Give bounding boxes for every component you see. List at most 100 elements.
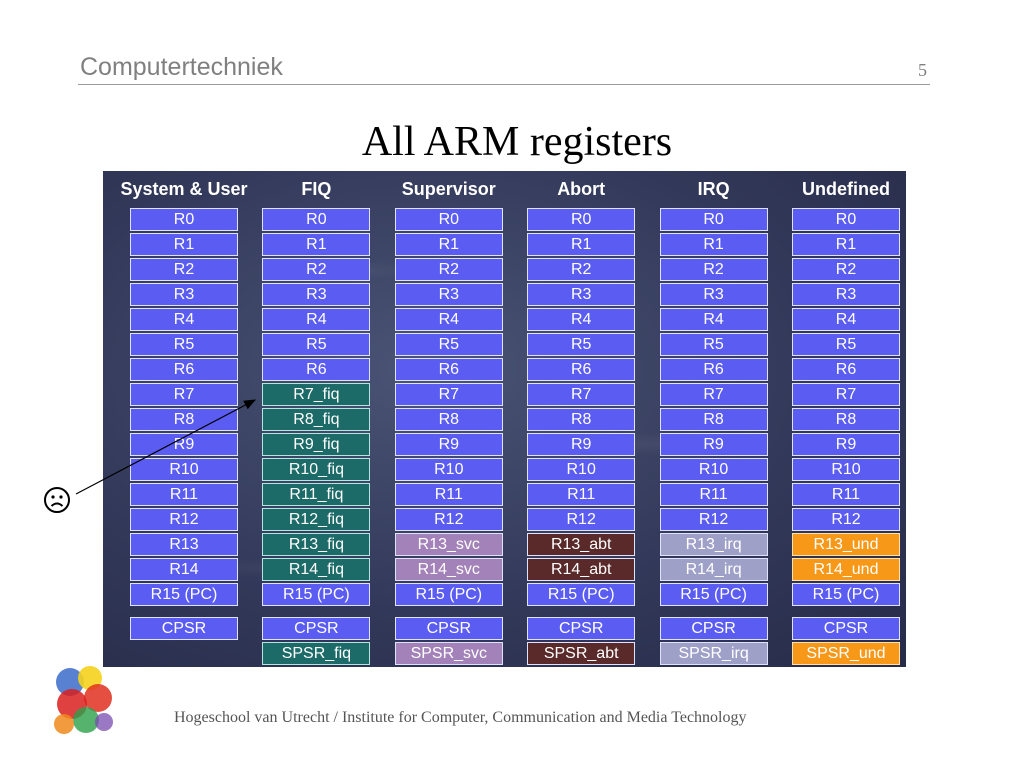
register-cell: R14_svc: [394, 558, 503, 581]
register-cell: R15 (PC): [527, 583, 636, 606]
register-cell: R0: [130, 208, 238, 231]
register-cell: R9_fiq: [262, 433, 371, 456]
register-cell: R5: [394, 333, 503, 356]
register-cell: R1: [527, 233, 636, 256]
register-cell: R15 (PC): [659, 583, 768, 606]
mode-header: Abort: [557, 179, 606, 199]
register-cell: R3: [527, 283, 636, 306]
register-cell: R7: [527, 383, 636, 406]
register-cell: R7: [394, 383, 503, 406]
mode-header: FIQ: [301, 179, 332, 199]
register-cell: R11: [394, 483, 503, 506]
register-cell: R13_fiq: [262, 533, 371, 556]
cpsr-cell: CPSR: [527, 617, 636, 640]
register-cell: R15 (PC): [262, 583, 371, 606]
spsr-cell: SPSR_svc: [394, 642, 503, 665]
register-cell: R12: [659, 508, 768, 531]
register-cell: R1: [394, 233, 503, 256]
register-cell: R8: [792, 408, 900, 431]
register-cell: R0: [792, 208, 900, 231]
register-cell: R5: [792, 333, 900, 356]
cpsr-cell: CPSR: [262, 617, 371, 640]
register-cell: R8: [527, 408, 636, 431]
register-cell: R0: [527, 208, 636, 231]
register-cell: R6: [792, 358, 900, 381]
spsr-cell: SPSR_fiq: [262, 642, 371, 665]
cpsr-cell: CPSR: [130, 617, 238, 640]
register-cell: R14_abt: [527, 558, 636, 581]
register-cell: R6: [394, 358, 503, 381]
register-cell: R3: [792, 283, 900, 306]
register-cell: R13_irq: [659, 533, 768, 556]
register-cell: R8_fiq: [262, 408, 371, 431]
register-cell: R2: [130, 258, 238, 281]
register-cell: R4: [130, 308, 238, 331]
register-cell: R7: [130, 383, 238, 406]
register-cell: R12: [792, 508, 900, 531]
register-cell: R1: [130, 233, 238, 256]
school-logo: [54, 666, 113, 734]
register-cell: R15 (PC): [792, 583, 900, 606]
register-cell: R10_fiq: [262, 458, 371, 481]
register-cell: R2: [659, 258, 768, 281]
register-cell: R13: [130, 533, 238, 556]
register-cell: R12_fiq: [262, 508, 371, 531]
register-cell: R10: [130, 458, 238, 481]
register-cell: R6: [659, 358, 768, 381]
header-divider: [78, 84, 930, 85]
register-cell: R2: [394, 258, 503, 281]
register-cell: R10: [527, 458, 636, 481]
register-cell: R1: [659, 233, 768, 256]
register-cell: R2: [792, 258, 900, 281]
register-cell: R2: [262, 258, 371, 281]
register-cell: R3: [262, 283, 371, 306]
mode-header: Undefined: [802, 179, 890, 199]
register-cell: R5: [659, 333, 768, 356]
register-cell: R12: [130, 508, 238, 531]
register-cell: R11: [130, 483, 238, 506]
register-cell: R0: [659, 208, 768, 231]
register-cell: R13_abt: [527, 533, 636, 556]
register-cell: R14_irq: [659, 558, 768, 581]
register-cell: R11_fiq: [262, 483, 371, 506]
spsr-cell: SPSR_und: [792, 642, 900, 665]
register-cell: R0: [262, 208, 371, 231]
frown-face-icon: [44, 487, 70, 513]
register-cell: R7_fiq: [262, 383, 371, 406]
register-cell: R4: [792, 308, 900, 331]
register-cell: R4: [394, 308, 503, 331]
register-cell: R3: [130, 283, 238, 306]
register-cell: R13_und: [792, 533, 900, 556]
register-cell: R10: [394, 458, 503, 481]
register-cell: R5: [262, 333, 371, 356]
register-cell: R7: [659, 383, 768, 406]
mode-header: System & User: [120, 179, 248, 199]
register-cell: R3: [394, 283, 503, 306]
register-cell: R11: [659, 483, 768, 506]
register-cell: R2: [527, 258, 636, 281]
register-cell: R5: [527, 333, 636, 356]
register-cell: R15 (PC): [130, 583, 238, 606]
register-cell: R9: [659, 433, 768, 456]
spsr-cell: SPSR_irq: [659, 642, 768, 665]
slide-title: All ARM registers: [361, 119, 673, 165]
register-cell: R1: [792, 233, 900, 256]
register-cell: R8: [394, 408, 503, 431]
cpsr-cell: CPSR: [394, 617, 503, 640]
register-cell: R15 (PC): [394, 583, 503, 606]
cpsr-cell: CPSR: [659, 617, 768, 640]
register-cell: R8: [659, 408, 768, 431]
register-cell: R9: [527, 433, 636, 456]
register-cell: R5: [130, 333, 238, 356]
mode-header: Supervisor: [401, 179, 496, 199]
register-cell: R9: [130, 433, 238, 456]
header-title: Computertechniek: [80, 53, 283, 81]
register-cell: R6: [527, 358, 636, 381]
register-cell: R14_fiq: [262, 558, 371, 581]
register-cell: R7: [792, 383, 900, 406]
register-cell: R6: [130, 358, 238, 381]
register-cell: R9: [394, 433, 503, 456]
cpsr-cell: CPSR: [792, 617, 900, 640]
register-cell: R1: [262, 233, 371, 256]
